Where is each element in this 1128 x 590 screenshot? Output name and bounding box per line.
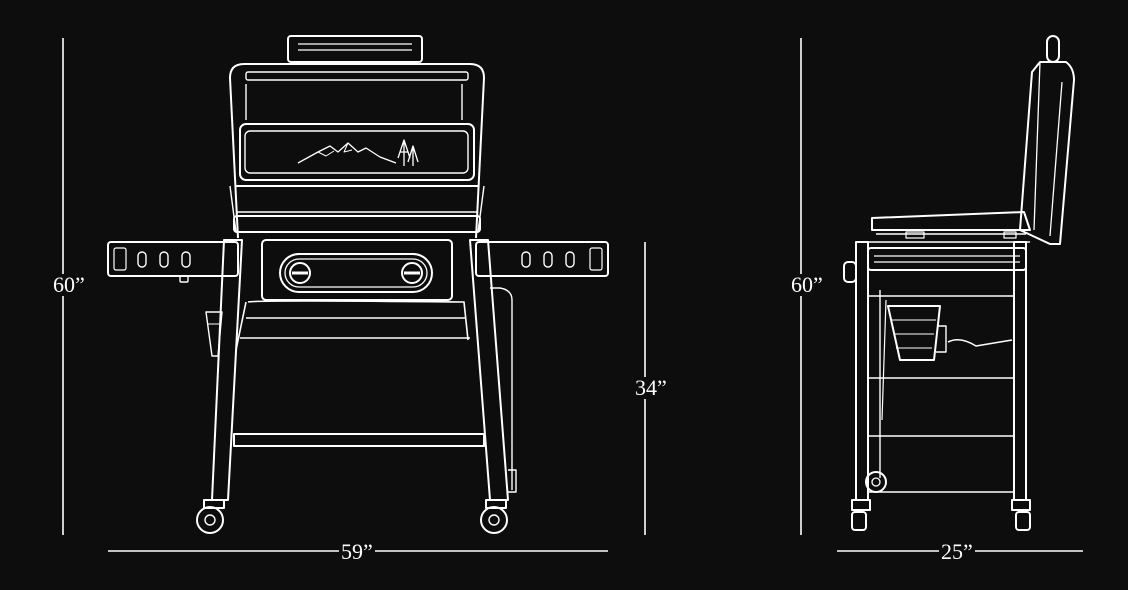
table-height-label: 34” bbox=[633, 375, 669, 400]
side-view-griddle bbox=[843, 35, 1075, 531]
side-front-caster bbox=[851, 499, 871, 531]
griddle-top bbox=[871, 211, 1031, 231]
front-left-leg bbox=[211, 239, 243, 501]
left-shelf-hooks bbox=[137, 251, 191, 283]
front-height-label: 60” bbox=[51, 272, 87, 297]
front-right-leg bbox=[469, 239, 509, 501]
side-rear-wheel bbox=[865, 471, 887, 493]
side-height-label: 60” bbox=[789, 272, 825, 297]
control-panel bbox=[261, 239, 453, 301]
side-back-caster bbox=[1011, 499, 1031, 531]
hood-emblem-panel bbox=[244, 130, 469, 174]
right-shelf-hooks bbox=[521, 251, 575, 268]
front-view-griddle bbox=[107, 35, 609, 534]
bottom-shelf-bar bbox=[233, 433, 485, 447]
lid-handle bbox=[287, 35, 423, 63]
side-depth-label: 25” bbox=[939, 539, 975, 564]
left-control-knob bbox=[289, 262, 311, 284]
open-lid bbox=[1019, 61, 1075, 245]
left-side-shelf bbox=[107, 241, 239, 277]
side-trash-holder bbox=[887, 305, 941, 361]
right-caster bbox=[480, 499, 508, 534]
right-side-shelf bbox=[475, 241, 609, 277]
mountain-logo bbox=[297, 139, 419, 166]
hood bbox=[229, 63, 485, 239]
left-caster bbox=[196, 499, 225, 534]
front-width-label: 59” bbox=[339, 539, 375, 564]
right-control-knob bbox=[401, 262, 423, 284]
